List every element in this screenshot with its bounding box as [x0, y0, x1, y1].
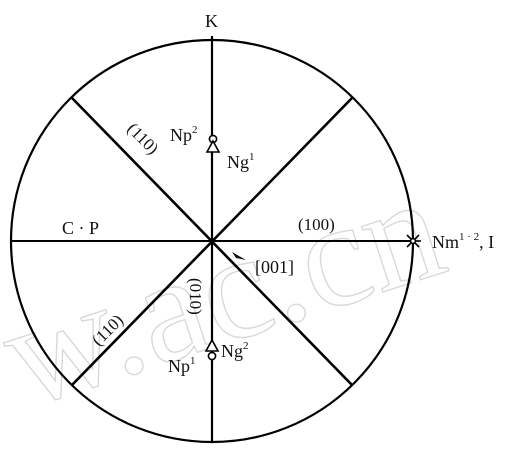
pole-label-ng2: Ng2	[221, 340, 249, 361]
zone-label-110-upper: (110)	[123, 119, 162, 158]
pole-ng1-marker	[205, 139, 221, 153]
axis-label-nm-suffix: , I	[479, 232, 494, 252]
pole-label-np1: Np1	[168, 355, 196, 376]
pole-label-ng1: Ng1	[227, 151, 255, 172]
trace-110-b	[71, 97, 353, 386]
watermark: w.ac.cn	[0, 143, 461, 439]
axis-label-k: K	[205, 11, 218, 31]
nm-asterisk-marker	[405, 233, 421, 249]
axis-label-nm-sup: 1 · 2	[459, 231, 479, 243]
axis-label-nm-base: Nm	[432, 232, 459, 252]
pole-ng2-marker	[204, 338, 220, 352]
pole-np1-marker	[207, 351, 217, 361]
pole-label-np2: Np2	[170, 124, 198, 145]
zone-label-010: (010)	[186, 278, 205, 315]
axis-label-nm: Nm1 · 2, I	[432, 231, 494, 252]
axis-label-cp: C · P	[62, 218, 99, 238]
direction-001-mark	[232, 252, 246, 260]
zone-label-100: (100)	[298, 215, 335, 234]
direction-label-001: [001]	[255, 257, 294, 277]
